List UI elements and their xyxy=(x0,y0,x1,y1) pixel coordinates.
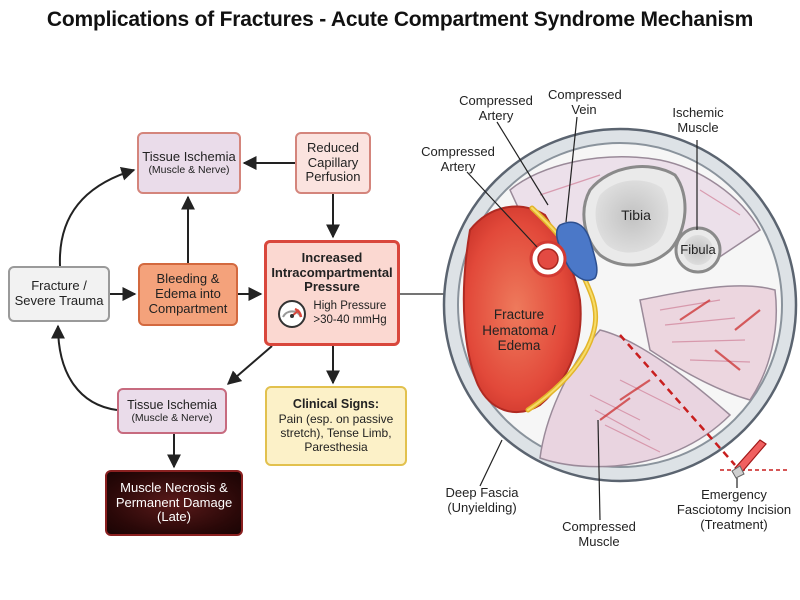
scalpel-icon xyxy=(731,439,767,479)
bleeding-label: Bleeding & Edema into Compartment xyxy=(148,271,228,316)
ischemia-top-main: Tissue Ischemia xyxy=(142,148,236,164)
muscle-necrosis-box: Muscle Necrosis & Permanent Damage (Late… xyxy=(105,470,243,536)
ischemia-streaks xyxy=(599,299,761,421)
pressure-detail-2: >30-40 mmHg xyxy=(313,313,387,326)
arrow-pressure-to-ischemia-bottom xyxy=(226,345,273,385)
leader-lines xyxy=(466,116,738,521)
pressure-detail-text: High Pressure >30-40 mmHg xyxy=(313,300,386,328)
ischemia-top-sub: (Muscle & Nerve) xyxy=(148,164,230,177)
label-hematoma: Fracture Hematoma / Edema xyxy=(482,307,556,354)
muscle-striations xyxy=(539,174,751,453)
fracture-label: Fracture / Severe Trauma xyxy=(14,278,104,308)
pressure-detail-row: High Pressure >30-40 mmHg xyxy=(277,299,387,329)
fasciotomy-incision-line xyxy=(619,334,736,466)
tissue-ischemia-bottom-box: Tissue Ischemia (Muscle & Nerve) xyxy=(117,388,227,434)
ischemia-bottom-main: Tissue Ischemia xyxy=(127,397,217,412)
muscle-compartment-bottom xyxy=(539,329,732,468)
tissue-ischemia-top-box: Tissue Ischemia (Muscle & Nerve) xyxy=(137,132,241,194)
reduced-perfusion-box: Reduced Capillary Perfusion xyxy=(295,132,371,194)
leg-cross-section xyxy=(442,116,798,521)
arrow-ischemia-curve-back xyxy=(51,324,118,411)
page-title: Complications of Fractures - Acute Compa… xyxy=(46,8,754,31)
pressure-title: Increased Intracompartmental Pressure xyxy=(271,250,393,295)
pressure-gauge-icon xyxy=(278,299,307,328)
fracture-trauma-box: Fracture / Severe Trauma xyxy=(8,266,110,322)
label-compressed-muscle: Compressed Muscle xyxy=(562,519,636,549)
label-fasciotomy: Emergency Fasciotomy Incision (Treatment… xyxy=(676,487,792,532)
label-ischemic-muscle: Ischemic Muscle xyxy=(672,105,724,135)
label-compressed-artery-left: Compressed Artery xyxy=(421,144,495,174)
ischemia-bottom-sub: (Muscle & Nerve) xyxy=(131,412,213,425)
reduced-perfusion-label: Reduced Capillary Perfusion xyxy=(305,139,361,185)
clinical-title: Clinical Signs: xyxy=(292,397,380,412)
arrow-fracture-curve-up xyxy=(58,167,136,267)
label-compressed-vein: Compressed Vein xyxy=(548,87,622,117)
label-compressed-artery-top: Compressed Artery xyxy=(459,93,533,123)
label-deep-fascia: Deep Fascia (Unyielding) xyxy=(445,485,519,515)
muscle-compartment-right xyxy=(639,285,778,401)
fibula-marrow xyxy=(683,235,713,265)
pressure-detail-1: High Pressure xyxy=(313,299,387,312)
necrosis-label: Muscle Necrosis & Permanent Damage (Late… xyxy=(115,479,233,525)
label-tibia: Tibia xyxy=(621,207,651,223)
tibia-marrow xyxy=(595,180,669,253)
clinical-text: Pain (esp. on passive stretch), Tense Li… xyxy=(278,412,394,455)
increased-pressure-box: Increased Intracompartmental Pressure Hi… xyxy=(264,240,400,346)
clinical-signs-box: Clinical Signs: Pain (esp. on passive st… xyxy=(265,386,407,466)
label-fibula: Fibula xyxy=(680,242,716,257)
bleeding-edema-box: Bleeding & Edema into Compartment xyxy=(138,263,238,326)
